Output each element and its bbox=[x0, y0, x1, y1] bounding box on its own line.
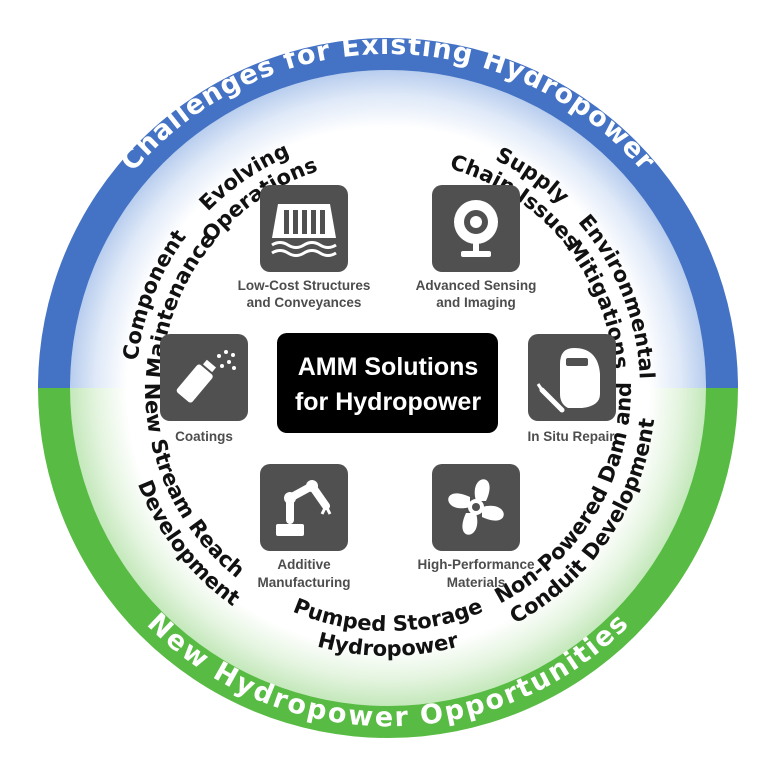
solution-additive-manufacturing: Additive Manufacturing bbox=[258, 464, 351, 590]
sensing-label-line1: Advanced Sensing bbox=[416, 278, 537, 293]
additive-label-line1: Additive bbox=[277, 557, 331, 572]
solution-high-performance-materials: High-Performance Materials bbox=[417, 464, 535, 590]
repair-label: In Situ Repair bbox=[527, 429, 615, 444]
bottom-inner-field bbox=[70, 388, 706, 706]
outer-ring bbox=[38, 38, 738, 738]
top-inner-field bbox=[70, 70, 706, 388]
solution-low-cost-structures: Low-Cost Structures and Conveyances bbox=[238, 185, 371, 310]
robot-arm-icon bbox=[276, 480, 332, 536]
center-title-line2: for Hydropower bbox=[295, 388, 481, 416]
spray-can-icon bbox=[176, 350, 236, 403]
camera-icon bbox=[454, 200, 498, 257]
materials-label-line2: Materials bbox=[447, 575, 506, 590]
materials-label-line1: High-Performance bbox=[417, 557, 535, 572]
coatings-label: Coatings bbox=[175, 429, 233, 444]
center-box: AMM Solutions for Hydropower bbox=[277, 333, 498, 433]
solution-in-situ-repair: In Situ Repair bbox=[527, 334, 616, 444]
additive-tile bbox=[260, 464, 348, 551]
welding-mask-icon bbox=[536, 348, 600, 413]
low-cost-label-line2: and Conveyances bbox=[247, 295, 362, 310]
fan-icon bbox=[448, 479, 504, 535]
solution-coatings: Coatings bbox=[160, 334, 248, 444]
solution-advanced-sensing: Advanced Sensing and Imaging bbox=[416, 185, 537, 310]
sensing-label-line2: and Imaging bbox=[436, 295, 516, 310]
low-cost-label-line1: Low-Cost Structures bbox=[238, 278, 371, 293]
additive-label-line2: Manufacturing bbox=[258, 575, 351, 590]
center-box-background bbox=[277, 333, 498, 433]
center-title-line1: AMM Solutions bbox=[298, 353, 479, 381]
dam-icon bbox=[271, 204, 337, 257]
